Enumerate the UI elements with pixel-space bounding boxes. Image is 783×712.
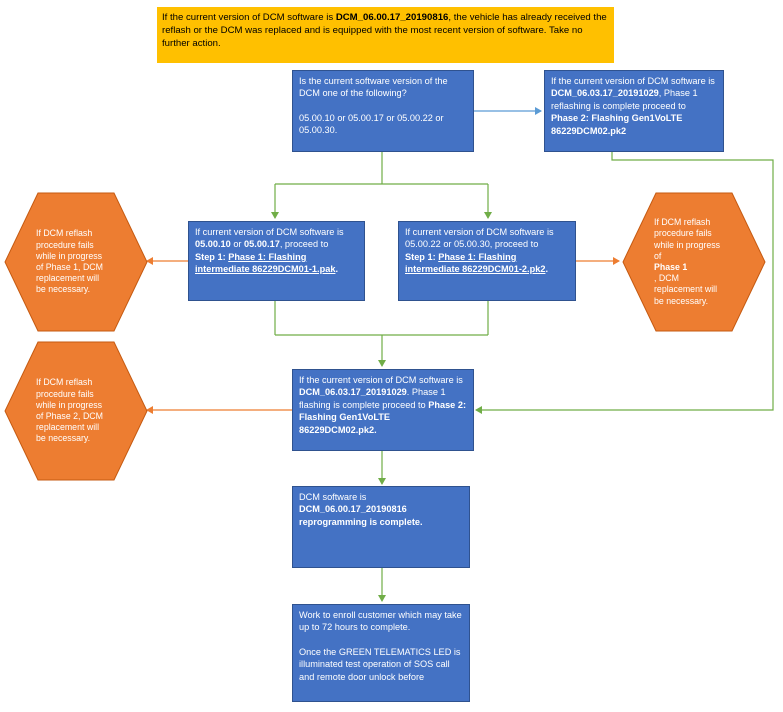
phase1-complete-pre: If the current version of DCM software i… <box>551 76 715 86</box>
phase1-complete-target1: Phase 2: Flashing Gen1VoLTE <box>551 113 683 124</box>
fail-right1-l1: If DCM reflash <box>654 217 711 228</box>
question-text: Is the current software version of the D… <box>299 76 448 99</box>
note-text-post: , the vehicle has already received the r… <box>162 12 607 49</box>
fail-left-phase2-hexagon: If DCM reflash procedure fails while in … <box>4 341 148 481</box>
phase1-complete-target2: 86229DCM02.pk2 <box>551 125 627 136</box>
fail-right1-l4c: , DCM <box>654 273 679 284</box>
question-versions: 05.00.10 or 05.00.17 or 05.00.22 or 05.0… <box>299 112 444 136</box>
phase2-box: If the current version of DCM software i… <box>292 369 474 451</box>
fail-right1-l3: while in progress <box>654 239 721 250</box>
fail-left-phase1-hexagon: If DCM reflash procedure fails while in … <box>4 192 148 332</box>
no-action-note: If the current version of DCM software i… <box>157 7 614 63</box>
step-a-pre: If current version of DCM software is <box>195 227 344 237</box>
step-a-mid: , proceed to <box>279 239 329 250</box>
phase2-version: DCM_06.03.17_20191029 <box>299 387 407 398</box>
fail-right1-l4: of Phase 1, DCM <box>654 251 738 285</box>
fail-left1-l3: while in progress <box>36 250 103 261</box>
fail-right1-l4a: of <box>654 250 662 261</box>
note-version: DCM_06.00.17_20190816 <box>335 12 449 23</box>
fail-right1-l2: procedure fails <box>654 228 712 239</box>
fail-right1-l5: replacement will <box>654 284 718 295</box>
phase1-complete-mid: , Phase 1 reflashing is complete proceed… <box>551 88 698 111</box>
fail-left1-l1: If DCM reflash <box>36 228 93 239</box>
step-b-link[interactable]: Phase 1: Flashing intermediate 86229DCM0… <box>405 251 546 275</box>
phase1-complete-version: DCM_06.03.17_20191029 <box>551 88 659 99</box>
step-b-step: Step 1: <box>405 251 439 262</box>
enroll-p1: Work to enroll customer which may take u… <box>299 610 462 633</box>
step-a-box: If current version of DCM software is 05… <box>188 221 365 301</box>
fail-left1-l2: procedure fails <box>36 239 94 250</box>
fail-left1-l4: of Phase 1, DCM <box>36 262 103 272</box>
version-question-box: Is the current software version of the D… <box>292 70 474 152</box>
fail-left1-l5: replacement will <box>36 273 100 284</box>
fail-left2-l1: If DCM reflash <box>36 377 93 388</box>
arrow-phase1-done-to-phase2 <box>475 152 774 414</box>
fail-right1-l4b: Phase 1 <box>654 262 688 272</box>
step-a-step: Step 1: <box>195 251 229 262</box>
reprogramming-complete-box: DCM software is DCM_06.00.17_20190816 re… <box>292 486 470 568</box>
step-b-pre: If current version of DCM software is 05… <box>405 227 554 250</box>
fail-left2-l4: of Phase 2, DCM <box>36 411 103 421</box>
step-a-version2: 05.00.17 <box>244 239 280 250</box>
fail-left1-l6: be necessary. <box>36 284 91 295</box>
phase2-target: Phase 2: Flashing Gen1VoLTE 86229DCM02.p… <box>299 399 467 435</box>
phase1-complete-box: If the current version of DCM software i… <box>544 70 724 152</box>
step-a-end: . <box>335 264 338 275</box>
step-b-box: If current version of DCM software is 05… <box>398 221 576 301</box>
fail-right1-l6: be necessary. <box>654 295 709 306</box>
complete-bold: DCM_06.00.17_20190816 reprogramming is c… <box>299 504 423 527</box>
enroll-customer-box: Work to enroll customer which may take u… <box>292 604 470 702</box>
phase2-mid: . Phase 1 flashing is complete proceed t… <box>299 387 446 410</box>
enroll-p2: Once the GREEN TELEMATICS LED is illumin… <box>299 646 461 682</box>
fail-left2-l5: replacement will <box>36 422 100 433</box>
complete-pre: DCM software is <box>299 492 367 502</box>
step-a-version1: 05.00.10 <box>195 239 231 250</box>
note-text-pre: If the current version of DCM software i… <box>162 12 336 23</box>
step-a-or: or <box>230 239 245 250</box>
phase2-pre: If the current version of DCM software i… <box>299 375 463 385</box>
fail-left2-l2: procedure fails <box>36 388 94 399</box>
fail-right-phase1-hexagon: If DCM reflash procedure fails while in … <box>622 192 766 332</box>
step-a-link[interactable]: Phase 1: Flashing intermediate 86229DCM0… <box>195 251 336 275</box>
fail-left2-l6: be necessary. <box>36 433 91 444</box>
step-b-end: . <box>545 264 548 275</box>
fail-left2-l3: while in progress <box>36 399 103 410</box>
